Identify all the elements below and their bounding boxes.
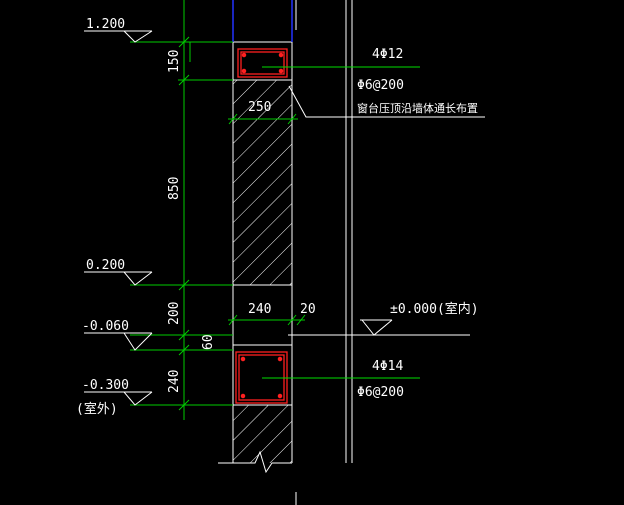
dim-850: 850 [167, 177, 182, 200]
dim-width-20: 20 [300, 302, 316, 317]
wall-outlines [218, 0, 353, 474]
upper-stirrup-label: Φ6@200 [357, 78, 404, 93]
wall-hatch-lower [233, 405, 292, 463]
elevation-indoor-zero-label: ±0.000(室内) [390, 301, 479, 317]
leader-lines [262, 66, 420, 379]
dim-200: 200 [167, 302, 182, 325]
dim-width-240: 240 [248, 302, 271, 317]
elevation-sill-label: 0.200 [86, 258, 125, 273]
dim-width-250: 250 [248, 100, 271, 115]
elevation-outdoor-note: (室外) [76, 401, 118, 417]
elevation-symbols [84, 30, 393, 406]
upper-note-label: 窗台压顶沿墙体通长布置 [357, 101, 478, 115]
blue-grid-lines [232, 0, 293, 42]
dim-60: 60 [201, 334, 216, 350]
dim-240-vertical: 240 [167, 370, 182, 393]
ring-beam-upper [237, 48, 288, 78]
lower-main-rebar-label: 4Φ14 [372, 359, 403, 374]
wall-hatch-upper [233, 80, 292, 285]
upper-main-rebar-label: 4Φ12 [372, 47, 403, 62]
elevation-outdoor-label: -0.300 [82, 378, 129, 393]
elevation-top-label: 1.200 [86, 17, 125, 32]
dim-150: 150 [167, 50, 182, 73]
lower-stirrup-label: Φ6@200 [357, 385, 404, 400]
vertical-dimension-chain [130, 0, 233, 420]
elevation-ground-inner-label: -0.060 [82, 319, 129, 334]
horizontal-dimensions [228, 113, 306, 326]
note-leader [288, 85, 485, 336]
